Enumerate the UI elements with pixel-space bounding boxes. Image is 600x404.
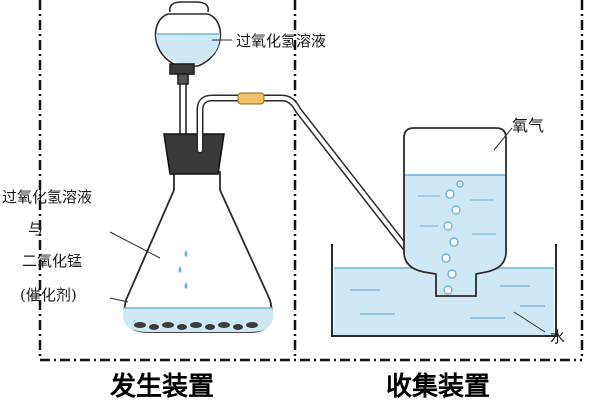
caption-collection: 收集装置 — [386, 372, 491, 402]
flask-liquid — [123, 308, 274, 332]
rubber-connector — [237, 92, 265, 105]
label-flask-contents-1: 过氧化氢溶液 — [2, 188, 93, 206]
label-flask-contents-2: 与 — [28, 220, 44, 238]
label-water: 水 — [550, 328, 566, 346]
drops — [178, 250, 188, 289]
conical-flask — [123, 171, 274, 333]
label-oxygen: 氧气 — [512, 116, 545, 135]
leader-lines — [109, 39, 546, 333]
funnel-liquid — [156, 34, 220, 64]
funnel-stopcock — [169, 63, 195, 75]
rubber-stopper — [163, 133, 225, 175]
label-flask-contents-3: 二氧化锰 — [22, 252, 83, 270]
bottle-water — [405, 175, 505, 295]
label-flask-contents-4: (催化剂) — [20, 286, 77, 304]
bubbles — [441, 180, 464, 295]
label-funnel-liquid: 过氧化氢溶液 — [236, 32, 327, 50]
caption-generation: 发生装置 — [110, 372, 215, 402]
dashed-frame — [38, 0, 584, 362]
water-trough — [331, 244, 557, 337]
catalyst-particles — [134, 322, 258, 330]
gas-bottle — [403, 127, 507, 297]
